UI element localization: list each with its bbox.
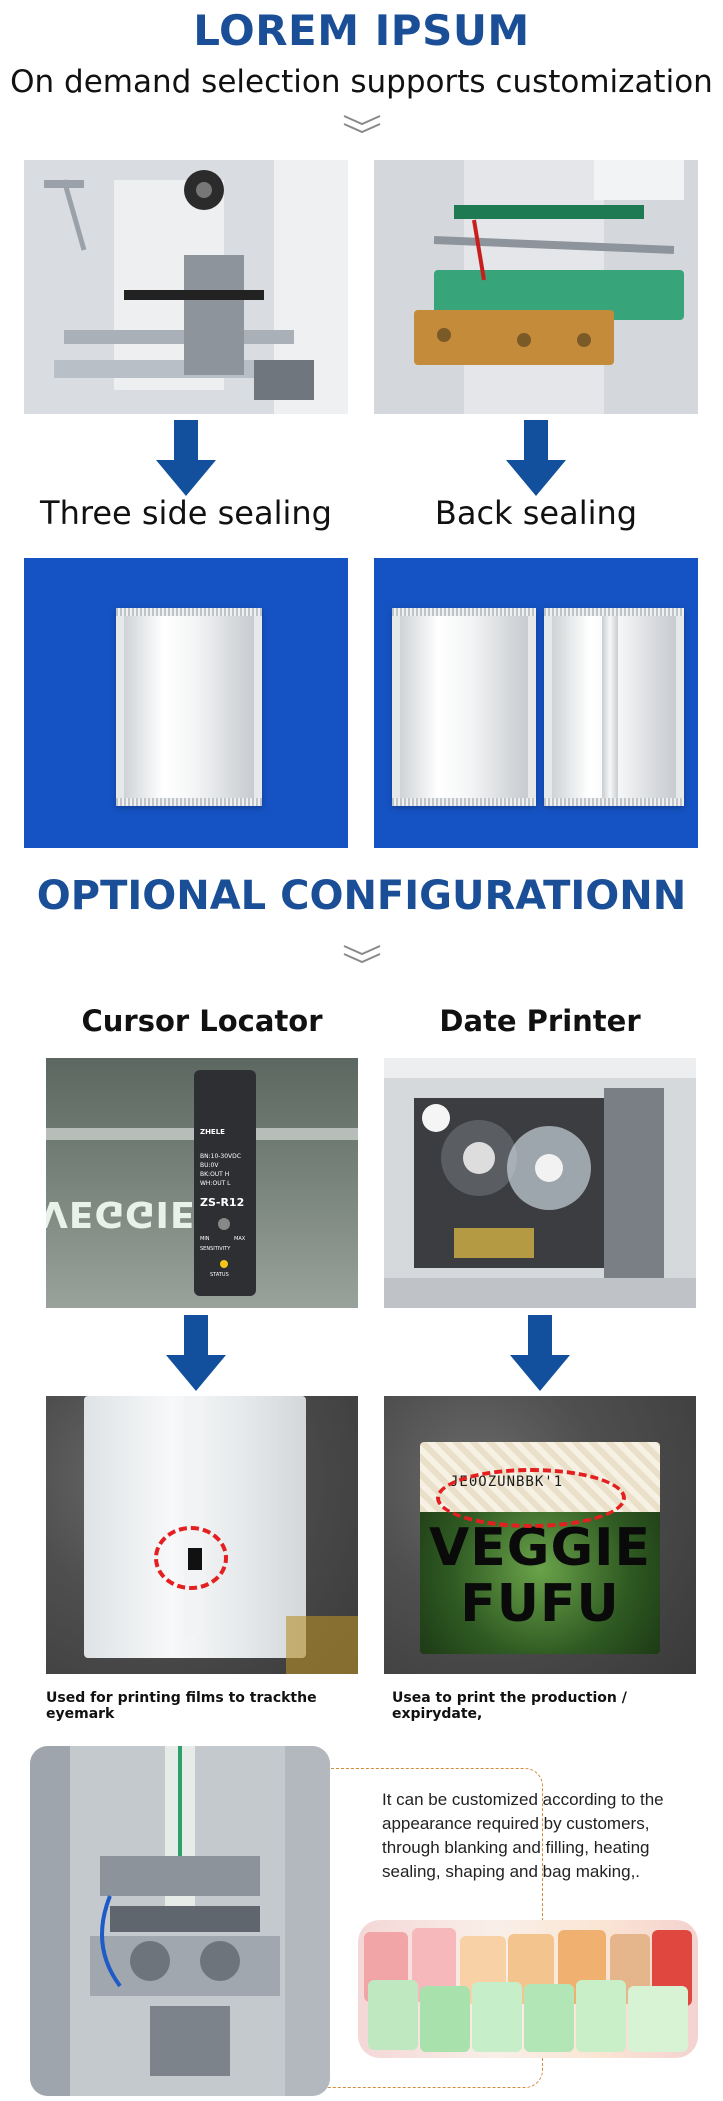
date-printer-photo [384,1058,696,1308]
sensor-min-label: MIN [200,1236,210,1242]
sensor-spec-line: BU:0V [200,1162,219,1169]
three-side-seal-mechanism-photo [24,160,348,414]
page-title: LOREM IPSUM [193,6,530,55]
date-printer-label: Date Printer [439,1004,641,1038]
status-led [220,1260,228,1268]
sensor-max-label: MAX [234,1236,246,1242]
eyemark-highlight-circle [154,1526,228,1590]
arrow-down-icon [166,1315,226,1391]
product-pouch [576,1980,626,2052]
date-printer-caption: Usea to print the production / expirydat… [392,1690,627,1722]
page-subtitle: On demand selection supports customizati… [10,64,713,100]
eyemark-bag-photo [46,1396,358,1674]
cursor-locator-photo: VEGGIE ZHELE BN:10-30VDC BU:0V BK:OUT H … [46,1058,358,1308]
packaging-machine-photo [30,1746,330,2096]
film-background-text: VEGGIE [46,1193,196,1234]
back-sealing-label: Back sealing [434,494,638,532]
three-side-sealing-label: Three side sealing [40,494,332,532]
sensor-spec-line: BN:10-30VDC [200,1153,241,1160]
product-pouch [368,1980,418,2050]
sensor-status-label: STATUS [210,1272,229,1278]
arrow-down-icon [156,420,216,496]
chevron-down-icon [343,115,381,134]
back-seal-strip [184,1396,204,1636]
sealed-pouch [116,608,262,806]
sealed-pouch-back-seam [544,608,684,806]
bag-brand-line2: FUFU [460,1574,620,1634]
sensor-brand: ZHELE [200,1128,225,1136]
back-seal-mechanism-photo [374,160,698,414]
arrow-down-icon [510,1315,570,1391]
chevron-down-icon [343,945,381,964]
product-pouch [472,1982,522,2052]
customization-description: It can be customized according to the ap… [382,1790,664,1881]
optional-configuration-title: OPTIONAL CONFIGURATIONN [36,873,687,919]
sensor-spec-line: WH:OUT L [200,1180,231,1187]
sensor-sensitivity-label: SENSITIVITY [200,1246,231,1252]
cursor-locator-caption: Used for printing films to trackthe eyem… [46,1690,317,1722]
back-seal-pouch-panel [374,558,698,848]
snack-products-photo [358,1920,698,2058]
product-pouch [628,1986,688,2052]
photoelectric-sensor: ZHELE BN:10-30VDC BU:0V BK:OUT H WH:OUT … [194,1070,256,1296]
printed-bag-photo: JE0OZUNBBK'1 VEGGIE FUFU [384,1396,696,1674]
product-pouch [524,1984,574,2052]
three-side-seal-pouch-panel [24,558,348,848]
sensor-model: ZS-R12 [200,1196,245,1209]
date-code-highlight-ellipse [436,1468,626,1528]
sensitivity-knob [218,1218,230,1230]
product-pouch [420,1986,470,2052]
cursor-locator-label: Cursor Locator [81,1004,323,1038]
sensor-spec-line: BK:OUT H [200,1171,230,1178]
bag-brand-line1: VEGGIE [429,1518,651,1578]
arrow-down-icon [506,420,566,496]
sealed-pouch [392,608,536,806]
